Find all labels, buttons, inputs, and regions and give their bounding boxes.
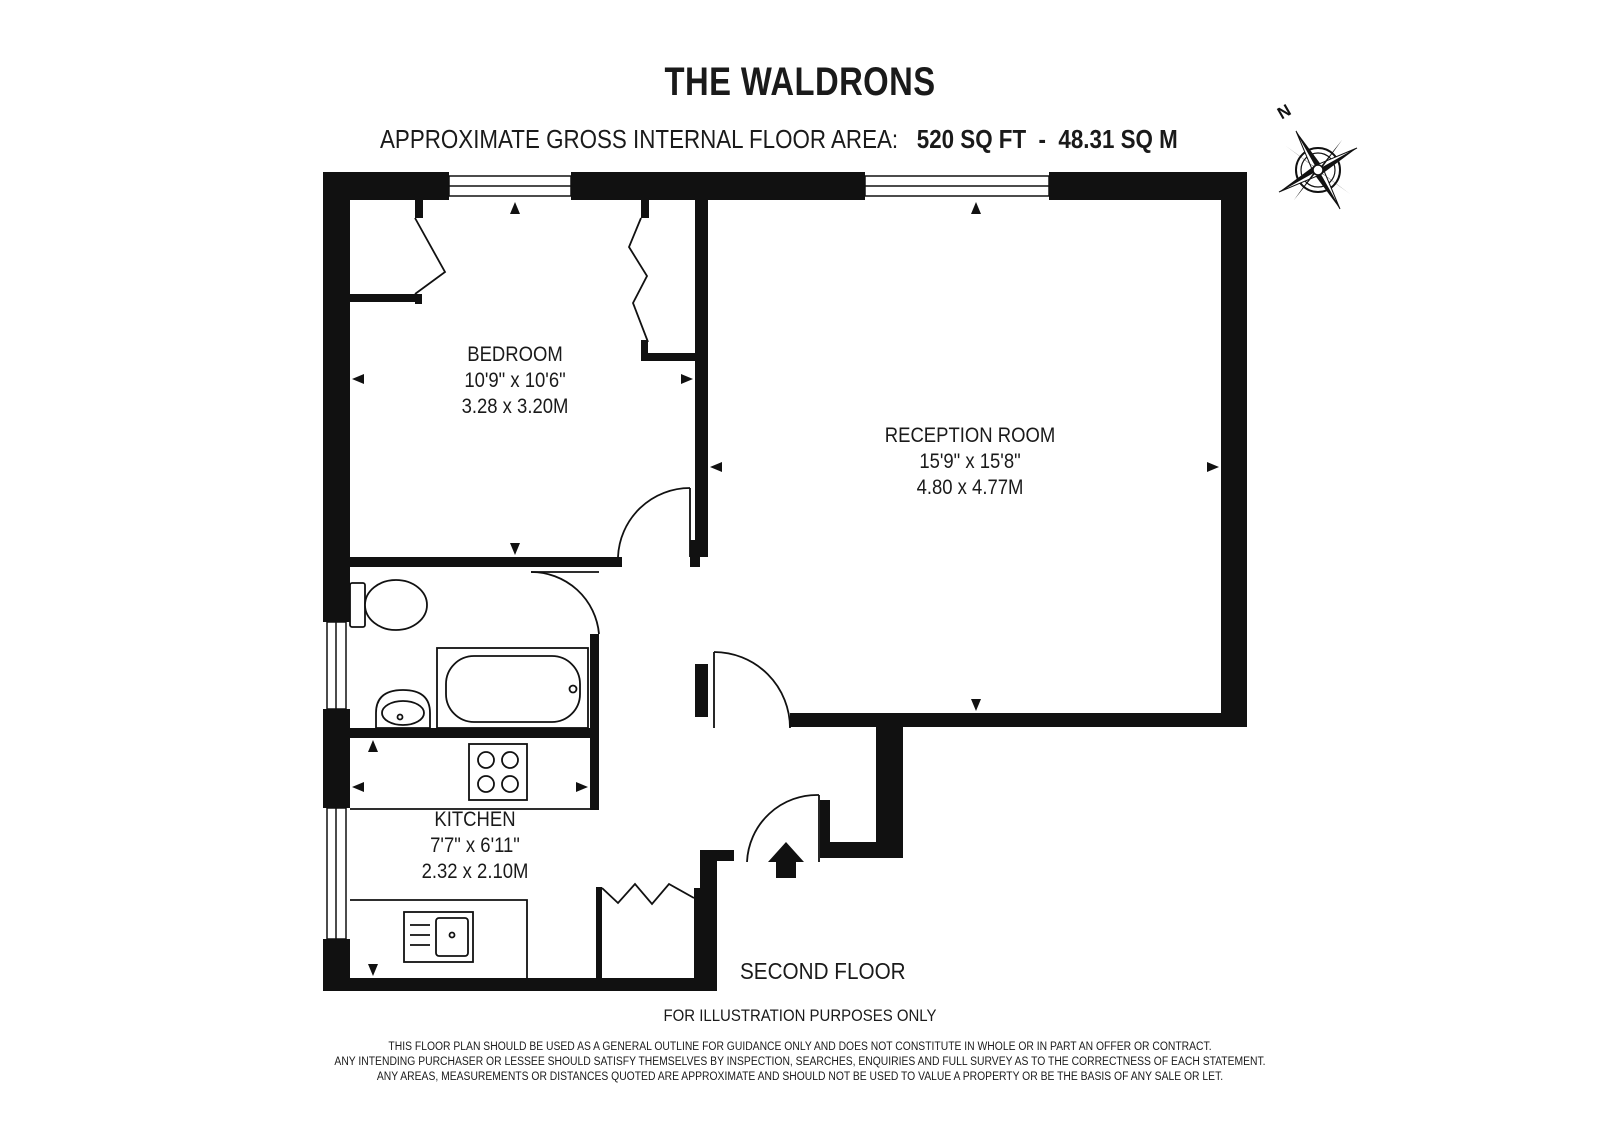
room-dimensions-imperial: 15'9" x 15'8" <box>919 450 1021 473</box>
room-dimensions-metric: 4.80 x 4.77M <box>916 476 1024 499</box>
room-name: KITCHEN <box>434 808 516 831</box>
floor-area-label: APPROXIMATE GROSS INTERNAL FLOOR AREA: <box>380 124 899 154</box>
compass-icon: N <box>1274 101 1358 210</box>
compass-north-label: N <box>1274 101 1294 124</box>
sink-icon <box>403 911 474 963</box>
disclaimer-line: ANY AREAS, MEASUREMENTS OR DISTANCES QUO… <box>376 1071 1224 1083</box>
room-dimensions-metric: 2.32 x 2.10M <box>421 860 529 883</box>
toilet-icon <box>349 579 428 631</box>
disclaimer-line: ANY INTENDING PURCHASER OR LESSEE SHOULD… <box>334 1056 1266 1068</box>
kitchen-fixtures <box>350 743 596 978</box>
room-name: RECEPTION ROOM <box>884 424 1056 447</box>
floor-area-summary: APPROXIMATE GROSS INTERNAL FLOOR AREA: 5… <box>380 124 1178 155</box>
room-dimensions-metric: 3.28 x 3.20M <box>461 395 569 418</box>
hob-icon <box>468 743 528 801</box>
plan-title: THE WALDRONS <box>664 60 936 104</box>
room-dimensions-imperial: 7'7" x 6'11" <box>430 834 520 857</box>
entrance-arrow-icon <box>768 842 804 878</box>
floor-label: SECOND FLOOR <box>740 958 906 984</box>
bathtub-icon <box>436 647 589 729</box>
room-label-reception: RECEPTION ROOM 15'9" x 15'8" 4.80 x 4.77… <box>864 423 1075 501</box>
disclaimer-line: THIS FLOOR PLAN SHOULD BE USED AS A GENE… <box>388 1041 1212 1053</box>
room-label-kitchen: KITCHEN 7'7" x 6'11" 2.32 x 2.10M <box>396 807 554 885</box>
measurement-markers <box>352 202 1219 976</box>
doors <box>414 217 820 906</box>
windows <box>326 175 1050 940</box>
bathroom-fixtures <box>349 579 589 729</box>
floor-area-separator: - <box>1038 124 1047 154</box>
walls <box>323 172 1247 991</box>
floor-area-sqm: 48.31 SQ M <box>1058 124 1178 154</box>
room-label-bedroom: BEDROOM 10'9" x 10'6" 3.28 x 3.20M <box>436 342 594 420</box>
room-dimensions-imperial: 10'9" x 10'6" <box>464 369 566 392</box>
disclaimer: THIS FLOOR PLAN SHOULD BE USED AS A GENE… <box>80 1040 1520 1085</box>
illustration-note: FOR ILLUSTRATION PURPOSES ONLY <box>663 1006 937 1025</box>
room-name: BEDROOM <box>467 343 563 366</box>
washbasin-icon <box>375 689 431 729</box>
floor-area-sqft: 520 SQ FT <box>916 124 1027 154</box>
